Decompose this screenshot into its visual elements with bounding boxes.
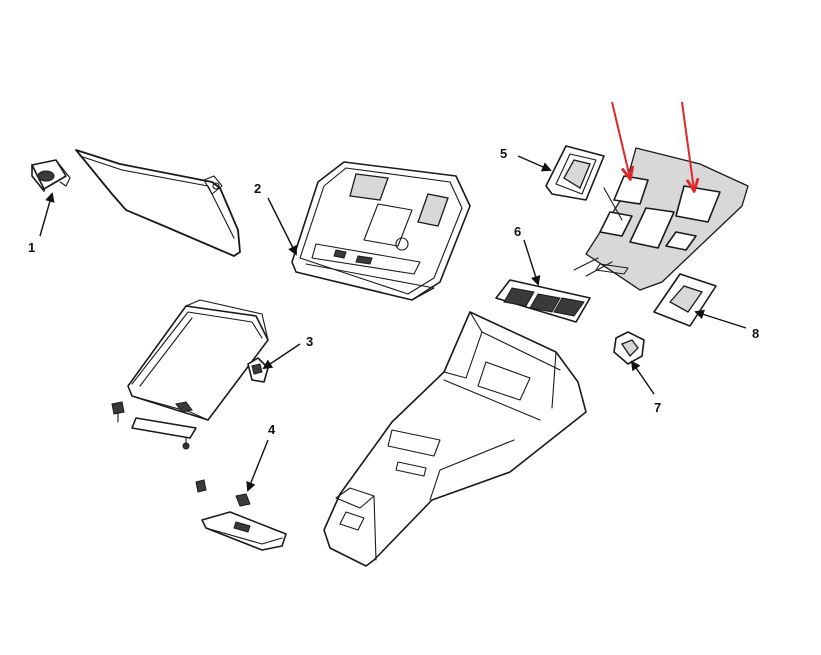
part-6-switch-pack (495, 279, 591, 323)
leader-4 (246, 439, 269, 492)
leader-6 (523, 239, 541, 286)
centre-console (323, 311, 587, 567)
leader-1 (39, 192, 55, 237)
part-7-badge (613, 331, 645, 365)
part-1-switch (31, 159, 71, 192)
part-3-clip (247, 357, 269, 383)
highlight-arrows (611, 101, 694, 190)
part-1-switch-harness (31, 149, 241, 257)
leader-8 (694, 309, 747, 329)
leader-7 (630, 360, 655, 395)
part-4-latch-cover (195, 479, 287, 551)
leader-5 (517, 155, 552, 172)
leader-lines (39, 155, 747, 492)
callout-1: 1 (28, 240, 35, 255)
veneer-switch-panel (573, 147, 749, 291)
hinge-bracket (111, 401, 197, 450)
callout-6: 6 (514, 224, 521, 239)
leader-3 (262, 343, 301, 370)
callout-7: 7 (654, 400, 661, 415)
armrest-lid (127, 299, 269, 421)
callout-3: 3 (306, 334, 313, 349)
part-1-harness (75, 149, 241, 257)
highlight-arrow-left (611, 101, 630, 178)
part-2-trim-bezel (291, 161, 471, 301)
callout-5: 5 (500, 146, 507, 161)
callout-2: 2 (254, 181, 261, 196)
highlight-arrow-right (681, 101, 694, 190)
part-8-emblem-plate (653, 273, 717, 327)
callout-4: 4 (268, 422, 276, 437)
part-5-small-bezel (545, 145, 605, 201)
callout-8: 8 (752, 326, 759, 341)
leader-2 (267, 197, 297, 256)
callout-labels: 1 2 3 4 5 6 7 8 (28, 146, 759, 437)
